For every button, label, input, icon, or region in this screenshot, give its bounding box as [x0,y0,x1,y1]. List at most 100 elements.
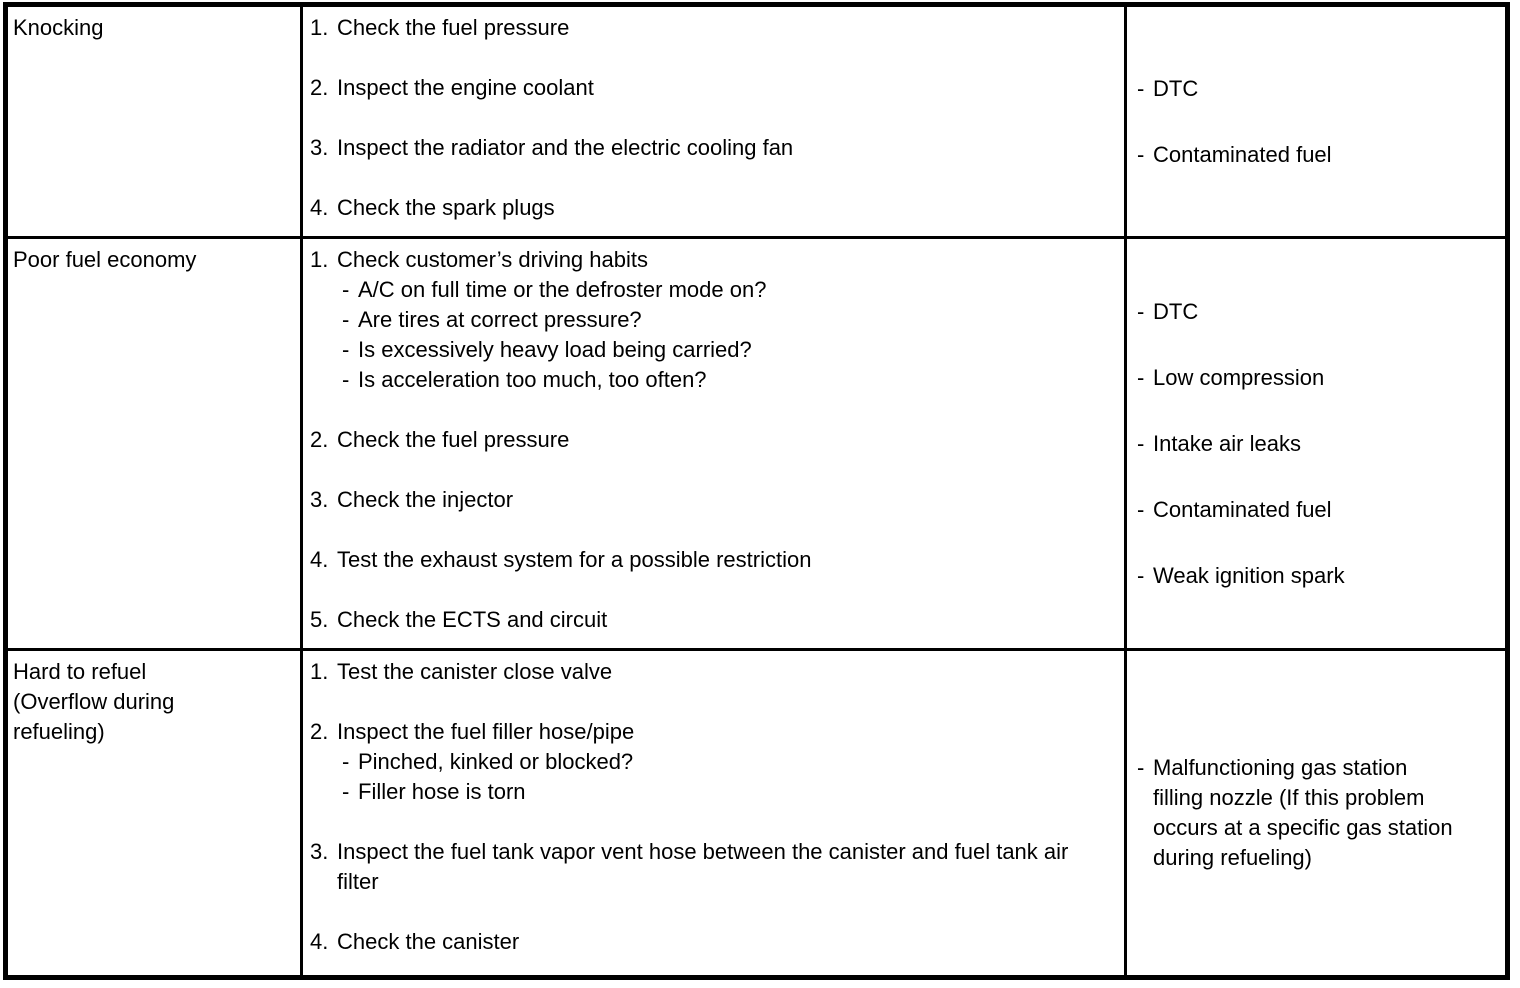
step-text: Check customer’s driving habits [337,247,648,272]
step-sub-item: -Are tires at correct pressure? [310,305,1114,335]
causes-cell: -DTC-Low compression-Intake air leaks-Co… [1127,239,1505,651]
symptom-cell: Knocking [8,7,303,239]
step-line: 1. Check customer’s driving habits [310,245,1114,275]
step-text: Check the injector [337,487,514,512]
step-line: 3. Check the injector [310,485,1114,515]
step-number: 2. [310,719,329,744]
step-text: Check the fuel pressure [337,15,570,40]
step-item: 5. Check the ECTS and circuit [310,605,1114,635]
dash-bullet: - [1137,562,1145,588]
step-item: 1. Check the fuel pressure [310,13,1114,43]
step-text: Test the exhaust system for a possible r… [337,547,812,572]
step-line: 3. Inspect the radiator and the electric … [310,133,1114,163]
step-item: 3.Inspect the fuel tank vapor vent hose … [310,837,1114,897]
symptom-text: refueling) [13,719,105,744]
step-text: Inspect the engine coolant [337,75,594,100]
sub-text: Is excessively heavy load being carried? [358,337,752,362]
sub-text: A/C on full time or the defroster mode o… [358,277,767,302]
step-text: Inspect the radiator and the electric co… [337,135,794,160]
step-text: Inspect the fuel tank vapor vent hose be… [337,839,1069,894]
step-number: 1. [310,247,329,272]
step-line: 2. Inspect the fuel filler hose/pipe [310,717,1114,747]
causes-cell: -Malfunctioning gas station filling nozz… [1127,651,1505,975]
symptom-text: Knocking [13,15,104,40]
step-item: 4. Test the exhaust system for a possible… [310,545,1114,575]
cause-text: Weak ignition spark [1153,562,1345,588]
symptom-cell: Hard to refuel (Overflow during refueling) [8,651,303,975]
cause-item: -Intake air leaks [1137,429,1497,459]
steps-cell: 1.Check customer’s driving habits-A/C on… [303,239,1127,651]
step-item: 2. Inspect the engine coolant [310,73,1114,103]
dash-bullet: - [342,337,350,362]
dash-bullet: - [1137,364,1145,390]
cause-item: -Contaminated fuel [1137,140,1497,170]
step-sub-item: -Is excessively heavy load being carried… [310,335,1114,365]
cause-text: Low compression [1153,364,1325,390]
dash-bullet: - [342,749,350,774]
cause-item: -Contaminated fuel [1137,495,1497,525]
dash-bullet: - [342,277,350,302]
step-sub-item: -Is acceleration too much, too often? [310,365,1114,395]
cause-text: Malfunctioning gas station filling nozzl… [1153,755,1453,870]
cause-text: Contaminated fuel [1153,496,1332,522]
step-text: Check the fuel pressure [337,427,570,452]
step-item: 2. Inspect the fuel filler hose/pipe -Pinc… [310,717,1114,807]
step-line: 4. Check the canister [310,927,1114,957]
symptom-text: Hard to refuel [13,659,147,684]
sub-text: Are tires at correct pressure? [358,307,642,332]
dash-bullet: - [1137,496,1145,522]
step-number: 3. [310,487,329,512]
cause-text: DTC [1153,75,1199,101]
step-number: 2. [310,75,329,100]
step-sub-item: -A/C on full time or the defroster mode … [310,275,1114,305]
symptom-text: Poor fuel economy [13,247,197,272]
step-text: Inspect the fuel filler hose/pipe [337,719,635,744]
step-sub-item: -Pinched, kinked or blocked? [310,747,1114,777]
cause-text: Intake air leaks [1153,430,1301,456]
step-sub-item: -Filler hose is torn [310,777,1114,807]
step-text: Check the canister [337,929,520,954]
step-number: 5. [310,607,329,632]
dash-bullet: - [342,779,350,804]
steps-cell: 1. Check the fuel pressure 2. Inspect the e… [303,7,1127,239]
step-number: 1. [310,15,329,40]
step-number: 4. [310,929,329,954]
sub-text: Is acceleration too much, too often? [358,367,707,392]
troubleshooting-table: Knocking 1. Check the fuel pressure 2. Inspe… [3,2,1510,980]
step-text: Check the ECTS and circuit [337,607,608,632]
dash-bullet: - [1137,430,1145,456]
cause-item: -Weak ignition spark [1137,561,1497,591]
dash-bullet: - [1137,141,1145,167]
step-item: 1.Check customer’s driving habits-A/C on… [310,245,1114,395]
sub-text: Pinched, kinked or blocked? [358,749,634,774]
step-item: 1. Test the canister close valve [310,657,1114,687]
cause-text: DTC [1153,298,1199,324]
step-text: Check the spark plugs [337,195,555,220]
cause-text: Contaminated fuel [1153,141,1332,167]
sub-text: Filler hose is torn [358,779,526,804]
cause-item: -Malfunctioning gas station filling nozz… [1137,753,1497,873]
step-line: 5. Check the ECTS and circuit [310,605,1114,635]
dash-bullet: - [1137,298,1145,324]
step-line: 2. Inspect the engine coolant [310,73,1114,103]
step-line: 1. Check the fuel pressure [310,13,1114,43]
cause-item: -DTC [1137,297,1497,327]
step-number: 3. [310,135,329,160]
step-text: Test the canister close valve [337,659,613,684]
dash-bullet: - [342,367,350,392]
dash-bullet: - [1137,755,1145,780]
cause-item: -Low compression [1137,363,1497,393]
step-line: 2.Check the fuel pressure [310,425,1114,455]
symptom-cell: Poor fuel economy [8,239,303,651]
step-number: 4. [310,547,329,572]
dash-bullet: - [1137,75,1145,101]
step-item: 4. Check the canister [310,927,1114,957]
step-line: 4. Test the exhaust system for a possible… [310,545,1114,575]
causes-cell: -DTC-Contaminated fuel [1127,7,1505,239]
step-line: 1. Test the canister close valve [310,657,1114,687]
step-number: 1. [310,659,329,684]
step-item: 3. Check the injector [310,485,1114,515]
symptom-text: (Overflow during [13,689,175,714]
step-number: 4. [310,195,329,220]
